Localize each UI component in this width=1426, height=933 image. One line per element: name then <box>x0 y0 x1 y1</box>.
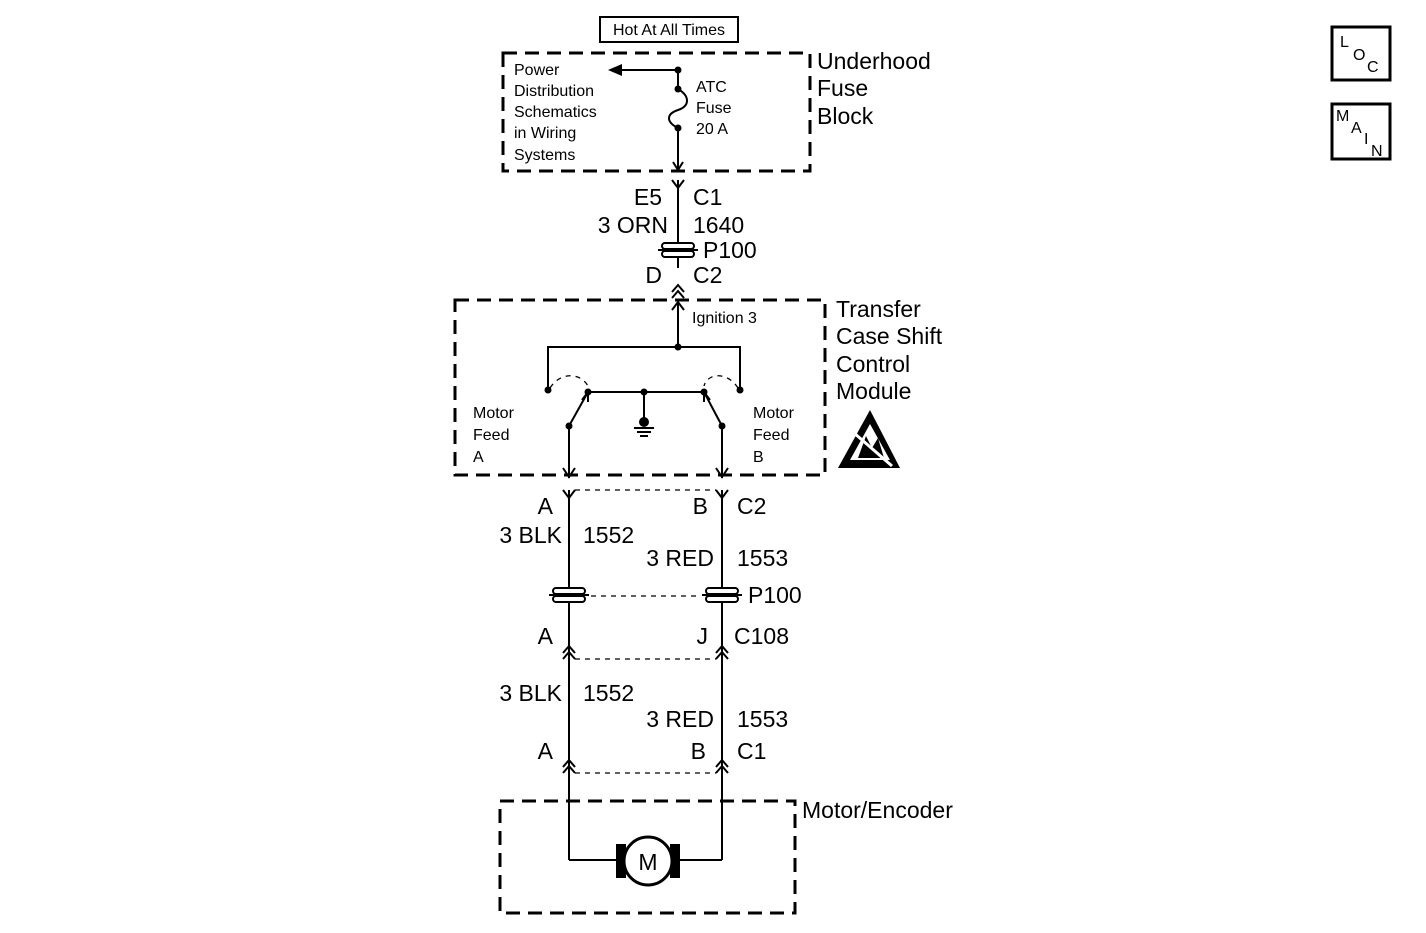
ignition-arrow-icon <box>671 300 685 311</box>
fuse-block-title: Underhood Fuse Block <box>817 48 931 129</box>
main-letter-i: I <box>1364 131 1368 148</box>
circuit-1640-label: 1640 <box>693 212 744 238</box>
module-title: Transfer Case Shift Control Module <box>836 296 943 404</box>
main-letter-m: M <box>1336 108 1349 125</box>
main-button[interactable]: M A I N <box>1330 102 1392 161</box>
wire-b2-color-label: 3 RED <box>646 706 714 732</box>
p100-b-inline-connector-icon <box>702 587 742 603</box>
c108-pin-a-male-icon <box>562 644 576 660</box>
c108-pin-j-male-icon <box>715 644 729 660</box>
relay-a-ignition-contact <box>544 386 552 394</box>
ground-icon <box>634 417 654 437</box>
c1-pin-a-label: A <box>538 738 554 764</box>
hot-at-all-times-box <box>599 16 739 43</box>
wire-b-circuit-label: 1553 <box>737 545 788 571</box>
svg-text:20 A: 20 A <box>696 121 728 138</box>
loc-button[interactable]: L O C <box>1330 25 1392 82</box>
motor-icon <box>616 835 680 887</box>
svg-text:in Wiring: in Wiring <box>514 125 576 142</box>
c108-pin-j-label: J <box>697 623 709 649</box>
connector-c2-male-icon <box>671 283 685 293</box>
power-distribution-reference: Power Distribution Schematics in Wiring … <box>514 62 597 164</box>
p100-harness-label: P100 <box>748 582 802 608</box>
c1-pin-b-label: B <box>691 738 706 764</box>
svg-text:Power: Power <box>514 62 560 79</box>
loc-letter-c: C <box>1367 59 1379 76</box>
svg-text:Distribution: Distribution <box>514 83 594 100</box>
svg-text:Case Shift: Case Shift <box>836 323 943 349</box>
c1-pin-a-male-icon <box>562 758 576 774</box>
fuse-output-arrow-icon <box>672 161 684 172</box>
loc-letter-l: L <box>1340 34 1349 51</box>
ignition-3-label: Ignition 3 <box>692 310 757 327</box>
fuse-rating-label: ATC Fuse 20 A <box>696 79 732 138</box>
main-letter-n: N <box>1371 143 1383 160</box>
loc-letter-o: O <box>1353 47 1365 64</box>
pin-e5-label: E5 <box>634 184 662 210</box>
motor-encoder-outline <box>498 799 797 915</box>
svg-text:Control: Control <box>836 351 910 377</box>
hot-at-all-times-label: Hot At All Times <box>613 22 725 39</box>
svg-text:Motor: Motor <box>753 405 795 422</box>
c2-pin-a-label: A <box>538 493 554 519</box>
svg-text:Systems: Systems <box>514 147 575 164</box>
wire-color-orn-label: 3 ORN <box>598 212 668 238</box>
splice-dot <box>674 66 682 74</box>
svg-text:Transfer: Transfer <box>836 296 921 322</box>
c2-connector-label: C2 <box>737 493 766 519</box>
svg-text:Schematics: Schematics <box>514 104 597 121</box>
svg-text:Fuse: Fuse <box>817 75 868 101</box>
c1-pin-b-male-icon <box>715 758 729 774</box>
esd-warning-icon <box>838 410 900 468</box>
relay-b-travel-arc <box>703 375 739 389</box>
c108-pin-a-label: A <box>538 623 554 649</box>
motor-feed-b-label: Motor Feed B <box>753 405 795 466</box>
main-letter-a: A <box>1351 120 1362 137</box>
motor-feed-b-arrow-icon <box>715 467 729 479</box>
svg-text:ATC: ATC <box>696 79 727 96</box>
svg-text:Feed: Feed <box>753 427 789 444</box>
pin-d-label: D <box>645 262 662 288</box>
module-outline <box>453 298 827 477</box>
svg-text:Motor: Motor <box>473 405 515 422</box>
svg-text:Underhood: Underhood <box>817 48 931 74</box>
p100-a-inline-connector-icon <box>549 587 589 603</box>
motor-feed-a-label: Motor Feed A <box>473 405 515 466</box>
p100-label: P100 <box>703 237 757 263</box>
power-distribution-arrow-icon <box>608 64 622 76</box>
c108-connector-label: C108 <box>734 623 789 649</box>
wire-a-circuit-label: 1552 <box>583 522 634 548</box>
fuse-block-outline <box>501 51 812 173</box>
wire-b-color-label: 3 RED <box>646 545 714 571</box>
wire-a-color-label: 3 BLK <box>499 522 562 548</box>
ignition-bus <box>547 346 741 387</box>
svg-text:Feed: Feed <box>473 427 509 444</box>
relay-b-ignition-contact <box>736 386 744 394</box>
connector-c1-label: C1 <box>693 184 722 210</box>
wire-a2-circuit-label: 1552 <box>583 680 634 706</box>
svg-text:Module: Module <box>836 378 911 404</box>
fuse-icon <box>668 88 688 129</box>
motor-feed-a-arrow-icon <box>562 467 576 479</box>
relay-a-arm-tip-icon <box>581 389 589 402</box>
wire-b2-circuit-label: 1553 <box>737 706 788 732</box>
ignition-splice-dot <box>674 343 682 351</box>
c1-connector-label: C1 <box>737 738 766 764</box>
c2-pin-b-label: B <box>693 493 708 519</box>
relay-a-travel-arc <box>549 375 589 389</box>
relay-b-arm-tip-icon <box>703 389 711 402</box>
svg-text:Fuse: Fuse <box>696 100 732 117</box>
p100-inline-connector-icon <box>658 242 698 258</box>
connector-c2-label: C2 <box>693 262 722 288</box>
motor-encoder-title: Motor/Encoder <box>802 797 953 823</box>
wire-a2-color-label: 3 BLK <box>499 680 562 706</box>
svg-text:A: A <box>473 449 484 466</box>
svg-text:B: B <box>753 449 764 466</box>
svg-text:Block: Block <box>817 103 874 129</box>
motor-symbol-label: M <box>638 849 657 875</box>
connector-c2-male-icon-inner <box>671 289 685 299</box>
